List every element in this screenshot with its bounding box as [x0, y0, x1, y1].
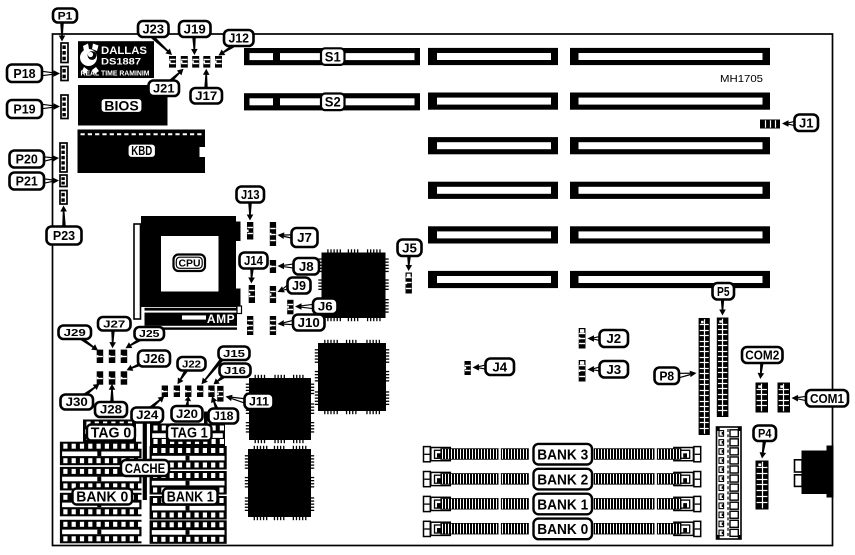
- svg-text:DALLAS: DALLAS: [101, 45, 147, 57]
- svg-text:BANK 3: BANK 3: [537, 447, 588, 464]
- svg-text:J8: J8: [299, 259, 314, 274]
- svg-text:J7: J7: [297, 230, 312, 245]
- svg-text:S1: S1: [325, 49, 341, 64]
- svg-text:J15: J15: [223, 349, 245, 360]
- svg-text:J21: J21: [153, 82, 175, 96]
- svg-text:BANK 0: BANK 0: [537, 521, 588, 538]
- svg-text:TAG 0: TAG 0: [91, 426, 132, 442]
- svg-text:J4: J4: [492, 359, 508, 374]
- svg-text:COM1: COM1: [810, 391, 844, 406]
- svg-text:J12: J12: [229, 31, 250, 46]
- svg-text:P20: P20: [16, 152, 38, 167]
- svg-text:J10: J10: [298, 315, 320, 330]
- svg-text:P5: P5: [717, 284, 730, 299]
- svg-text:P4: P4: [758, 427, 772, 441]
- svg-text:P18: P18: [13, 66, 35, 81]
- svg-text:J3: J3: [606, 362, 621, 377]
- svg-text:J1: J1: [799, 115, 814, 130]
- svg-text:BANK 2: BANK 2: [537, 471, 588, 488]
- svg-text:MH1705: MH1705: [720, 74, 763, 85]
- svg-text:J22: J22: [182, 359, 201, 370]
- svg-text:J29: J29: [64, 328, 87, 339]
- svg-text:J18: J18: [213, 409, 234, 423]
- svg-text:AMP: AMP: [207, 312, 235, 326]
- svg-text:J19: J19: [184, 22, 206, 37]
- svg-text:J9: J9: [292, 278, 306, 293]
- svg-text:BANK 1: BANK 1: [537, 496, 588, 513]
- svg-text:J11: J11: [249, 395, 269, 409]
- svg-text:BIOS: BIOS: [104, 98, 139, 113]
- svg-text:J28: J28: [100, 403, 123, 417]
- svg-text:J5: J5: [402, 240, 417, 255]
- svg-text:TAG 1: TAG 1: [171, 426, 208, 442]
- svg-text:J17: J17: [195, 89, 217, 103]
- svg-text:P23: P23: [53, 228, 75, 243]
- svg-text:CACHE: CACHE: [125, 460, 166, 476]
- svg-text:P1: P1: [58, 10, 73, 22]
- svg-text:J25: J25: [139, 329, 160, 340]
- svg-text:J20: J20: [176, 407, 198, 421]
- svg-text:BANK 1: BANK 1: [167, 490, 214, 506]
- svg-text:P21: P21: [16, 174, 38, 189]
- svg-text:J16: J16: [224, 366, 246, 377]
- svg-text:COM2: COM2: [745, 348, 779, 363]
- svg-text:P19: P19: [13, 102, 35, 117]
- svg-text:J13: J13: [241, 187, 260, 202]
- svg-text:J14: J14: [244, 253, 264, 268]
- svg-text:REAL TIME RAMINIM: REAL TIME RAMINIM: [81, 68, 150, 77]
- svg-text:J23: J23: [143, 22, 165, 37]
- svg-text:J24: J24: [136, 408, 159, 422]
- svg-text:J6: J6: [318, 300, 333, 314]
- svg-text:KBD: KBD: [131, 144, 152, 158]
- svg-text:J2: J2: [606, 331, 621, 346]
- svg-text:CPU: CPU: [179, 258, 201, 270]
- svg-text:S2: S2: [325, 95, 341, 110]
- svg-text:J30: J30: [66, 395, 89, 409]
- svg-text:J27: J27: [103, 319, 126, 330]
- svg-text:J26: J26: [143, 351, 165, 366]
- svg-text:P8: P8: [659, 368, 674, 383]
- svg-text:BANK 0: BANK 0: [76, 490, 128, 506]
- svg-text:DS1887: DS1887: [101, 57, 141, 68]
